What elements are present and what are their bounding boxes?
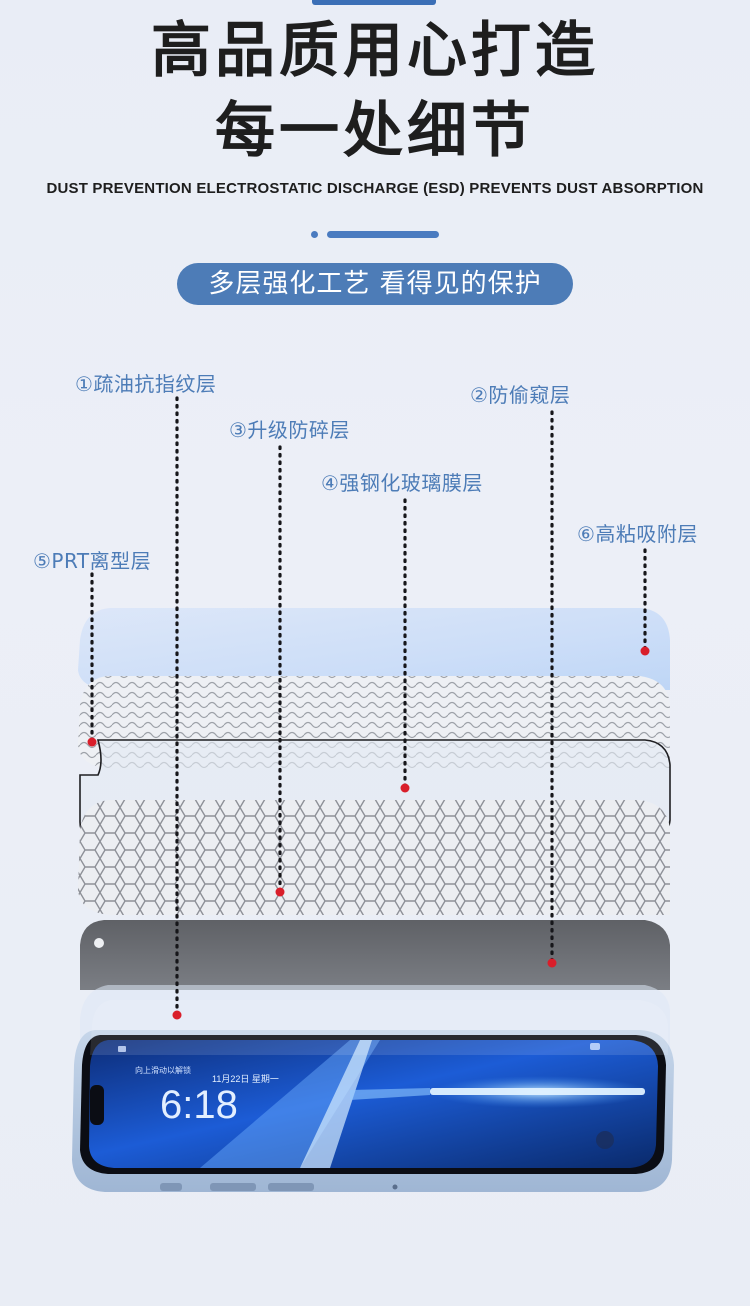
page-title-line-2: 每一处细节 bbox=[215, 96, 535, 166]
top-accent-bar bbox=[312, 0, 436, 5]
section-pill-heading: 多层强化工艺 看得见的保护 bbox=[177, 263, 573, 305]
label-shatterproof-layer: ③升级防碎层 bbox=[229, 418, 350, 442]
marker-2 bbox=[547, 958, 557, 968]
label-adhesive-layer: ⑥高粘吸附层 bbox=[577, 522, 698, 546]
marker-1 bbox=[172, 1010, 182, 1020]
label-oleophobic-layer: ①疏油抗指纹层 bbox=[75, 372, 217, 396]
page-title-line-1: 高品质用心打造 bbox=[151, 16, 599, 86]
label-tempered-glass-layer: ④强钢化玻璃膜层 bbox=[321, 471, 483, 495]
layer-oleophobic-film bbox=[78, 608, 670, 690]
phone-lock-date: 11月22日 星期一 bbox=[212, 1074, 279, 1084]
divider-bar bbox=[327, 231, 439, 238]
leader-markers bbox=[87, 646, 650, 1020]
marker-3 bbox=[275, 887, 285, 897]
marker-6 bbox=[640, 646, 650, 656]
marker-4 bbox=[400, 783, 410, 793]
page-subtitle: DUST PREVENTION ELECTROSTATIC DISCHARGE … bbox=[46, 180, 704, 197]
phone-lock-time: 6:18 bbox=[160, 1083, 238, 1127]
layer-dark-privacy-film bbox=[80, 920, 670, 990]
divider-dot bbox=[311, 231, 318, 238]
phone-status-text: 向上滑动以解锁 bbox=[135, 1065, 191, 1075]
leader-lines bbox=[90, 396, 647, 1017]
marker-5 bbox=[87, 737, 97, 747]
label-privacy-layer: ②防偷窥层 bbox=[470, 383, 571, 407]
label-release-layer: ⑤PRT离型层 bbox=[33, 549, 152, 573]
phone-illustration: 向上滑动以解锁 6:18 11月22日 星期一 bbox=[72, 1030, 674, 1192]
